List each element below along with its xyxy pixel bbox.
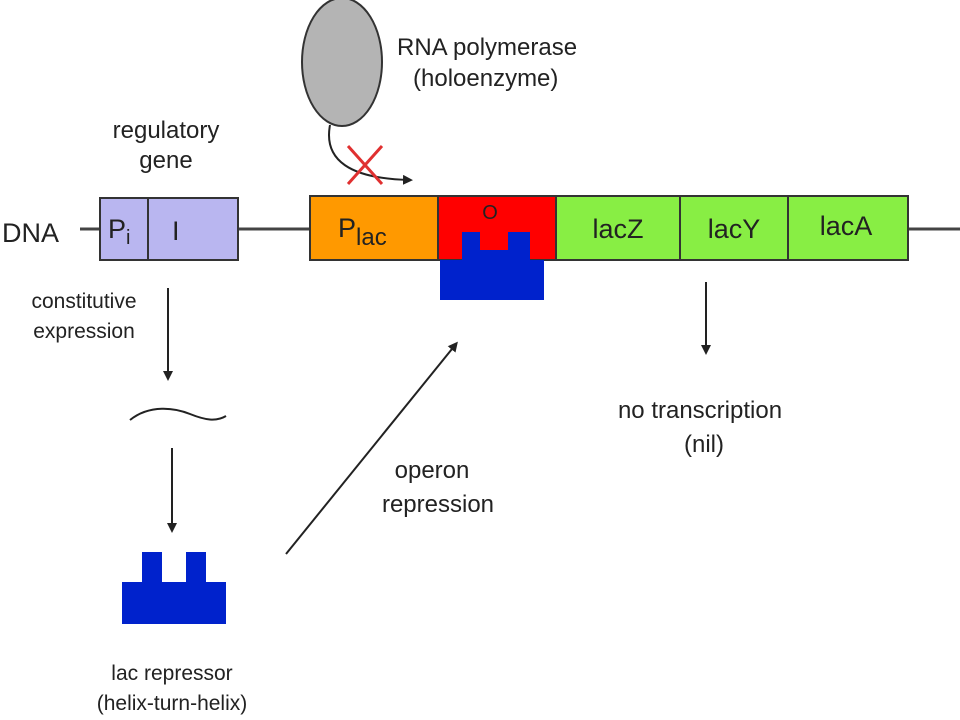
- bound-repressor-shape: [440, 232, 544, 300]
- lac-repressor-label-line1: lac repressor: [111, 662, 232, 685]
- regulatory-gene-label-line1: regulatory: [113, 117, 220, 144]
- rna-polymerase-ellipse: [301, 0, 383, 127]
- i-gene-label: I: [172, 216, 180, 246]
- constitutive-label-line1: constitutive: [31, 290, 136, 313]
- lacz-label: lacZ: [592, 214, 643, 244]
- rna-polymerase-label-line2: (holoenzyme): [413, 65, 558, 92]
- plac-label: Plac: [338, 213, 387, 251]
- operon-repression-label-line1: operon: [395, 457, 470, 484]
- lacz-gene-box: [555, 195, 681, 261]
- mrna-squiggle: [129, 407, 227, 421]
- operon-repression-label-line2: repression: [382, 491, 494, 518]
- constitutive-label-line2: expression: [33, 320, 135, 343]
- pi-label: Pi: [108, 214, 130, 249]
- laca-gene-box: [787, 195, 909, 261]
- lacy-label: lacY: [708, 214, 761, 244]
- dna-label: DNA: [2, 218, 59, 248]
- operon-repression-arrow: [285, 341, 458, 555]
- plac-promoter-box: [309, 195, 439, 261]
- rna-polymerase-label-line1: RNA polymerase: [397, 34, 577, 61]
- free-repressor-shape: [122, 552, 226, 624]
- no-transcription-label-line2: (nil): [684, 431, 724, 458]
- i-gene-box: [147, 197, 239, 261]
- operator-stem: [485, 226, 503, 250]
- blocked-cross-stroke-2: [346, 144, 384, 186]
- lac-repressor-label-line2: (helix-turn-helix): [97, 692, 248, 715]
- operator-label: O: [482, 202, 498, 224]
- blocked-transcription-arrow: [328, 124, 413, 185]
- pi-promoter-box: [99, 197, 149, 261]
- no-transcription-label-line1: no transcription: [618, 397, 782, 424]
- regulatory-gene-label-line2: gene: [139, 147, 192, 174]
- laca-label: lacA: [820, 211, 873, 241]
